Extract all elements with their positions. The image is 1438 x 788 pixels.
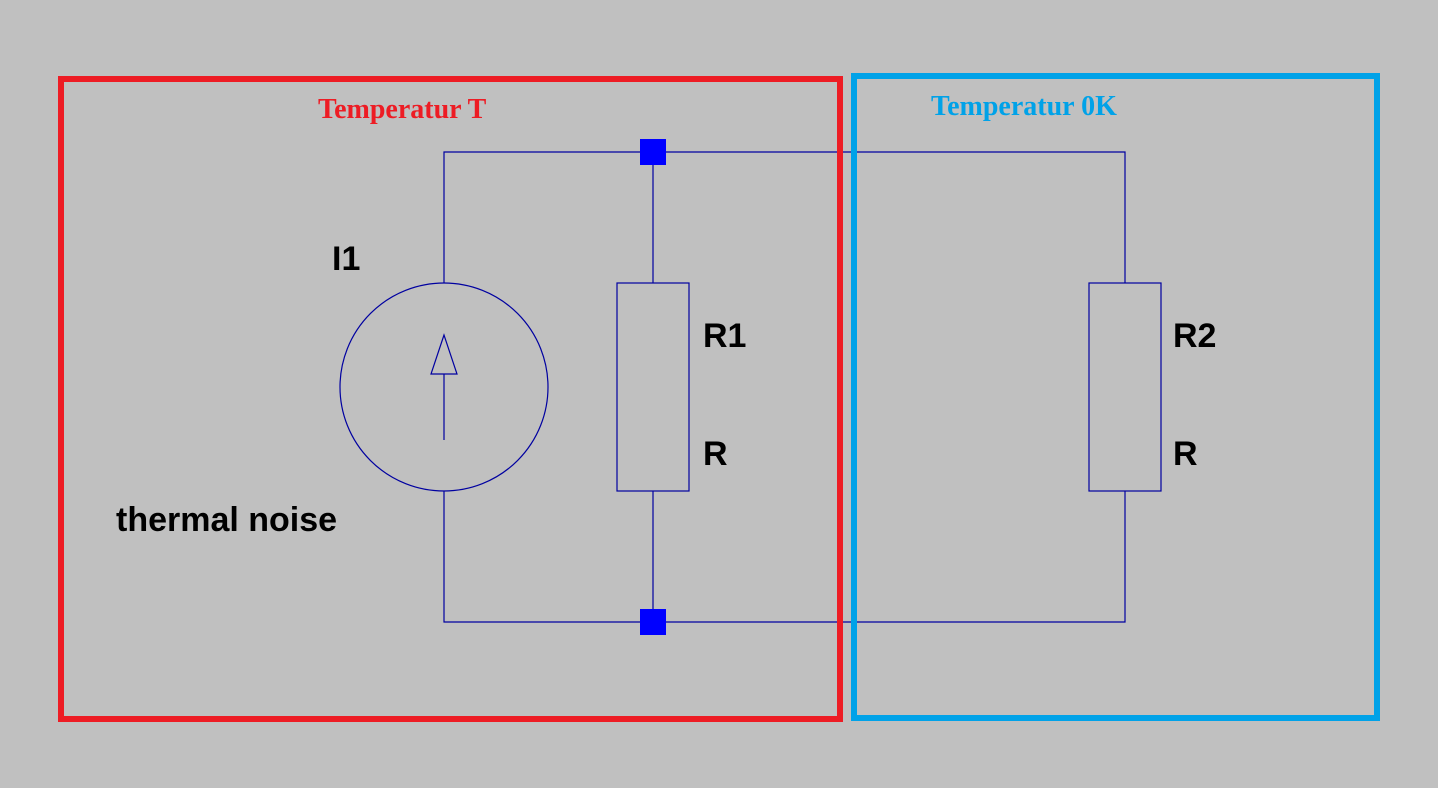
resistor-r2[interactable]: [1088, 282, 1162, 492]
region-hot-box: [58, 76, 843, 722]
top-wire: [443, 151, 1126, 283]
current-source-circle: [339, 282, 549, 492]
source-value: thermal noise: [116, 501, 337, 539]
region-cold-title: Temperatur 0K: [931, 91, 1117, 122]
r1-designator: R1: [703, 317, 746, 355]
region-cold-box: [851, 73, 1380, 721]
current-source-i1[interactable]: [339, 282, 549, 492]
r2-value: R: [1173, 435, 1198, 473]
source-designator: I1: [332, 240, 360, 278]
wires: [443, 151, 1126, 623]
current-source-arrow-icon: [430, 333, 458, 440]
r1-value: R: [703, 435, 728, 473]
resistor-r1[interactable]: [616, 282, 690, 492]
junction-top: [640, 139, 666, 165]
junction-bottom: [640, 609, 666, 635]
region-hot-title: Temperatur T: [318, 94, 487, 125]
bottom-wire: [443, 491, 1126, 623]
r2-designator: R2: [1173, 317, 1216, 355]
